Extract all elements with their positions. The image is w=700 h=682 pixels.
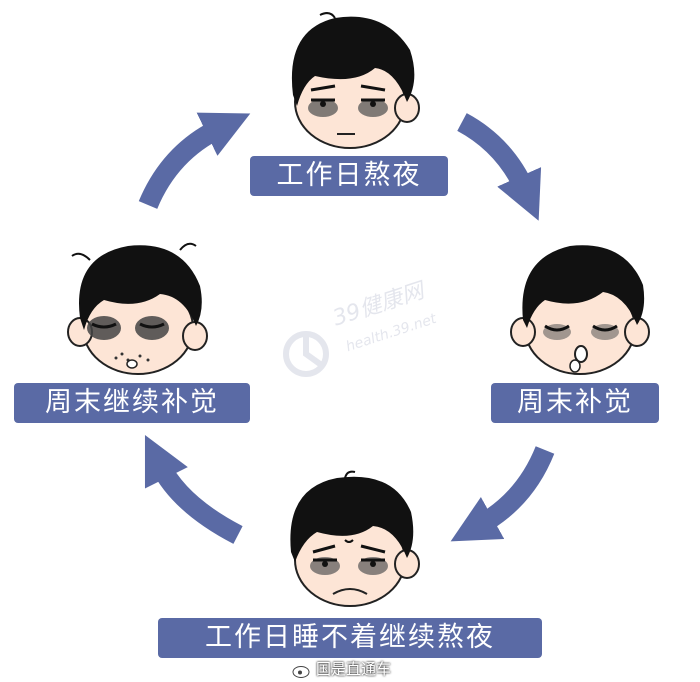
arrow-top-left	[138, 112, 251, 210]
arrow-bottom-right	[450, 446, 555, 542]
weibo-icon	[292, 663, 311, 678]
source-name: 国是直通车	[316, 660, 392, 678]
worried-face-icon	[290, 470, 420, 607]
brand-logo-icon	[283, 331, 329, 377]
brand-watermark: 39健康网 health.39.net	[278, 279, 438, 380]
source-watermark: 国是直通车	[292, 658, 391, 680]
tired-face-icon	[291, 12, 420, 149]
label-weekday-stay-up-late: 工作日熬夜	[250, 156, 448, 196]
label-weekday-cant-sleep-keep-staying-up: 工作日睡不着继续熬夜	[158, 618, 542, 658]
label-weekend-continue-catch-up-sleep: 周末继续补觉	[14, 383, 250, 423]
label-weekend-catch-up-sleep: 周末补觉	[491, 383, 659, 423]
arrow-bottom-left	[144, 434, 243, 544]
sleeping-face-icon	[510, 245, 650, 375]
exhausted-sleeping-face-icon	[67, 242, 208, 375]
arrow-top-right	[457, 113, 542, 221]
